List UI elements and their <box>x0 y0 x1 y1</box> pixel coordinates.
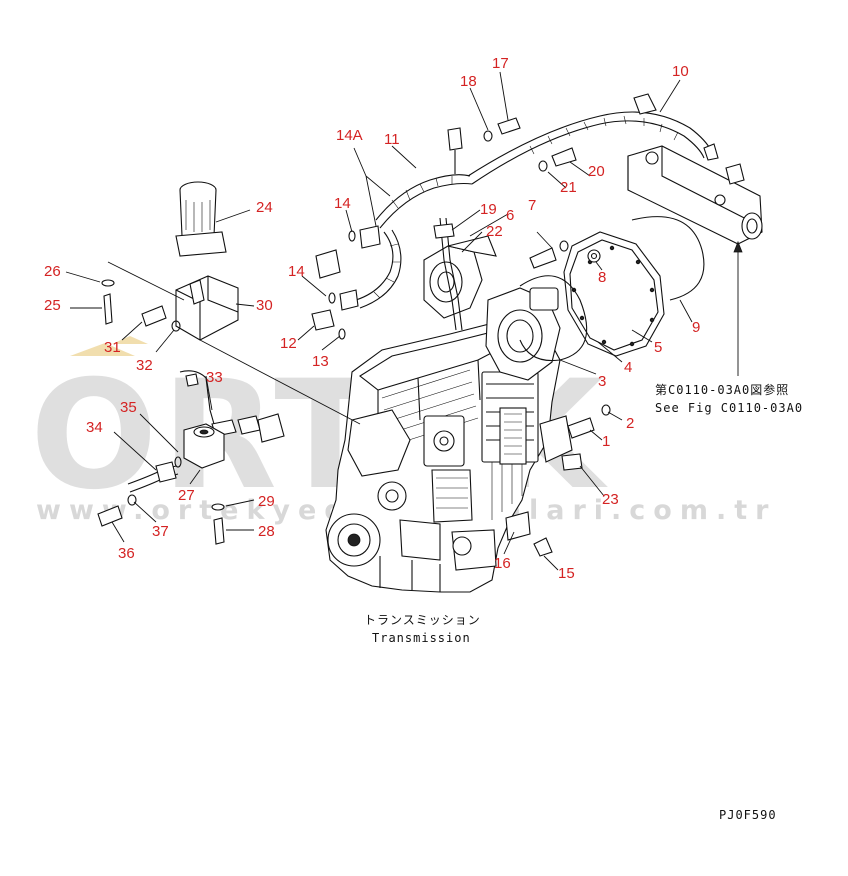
callout-11: 11 <box>384 131 400 148</box>
callout-23: 23 <box>602 491 619 508</box>
callout-16: 16 <box>494 555 511 572</box>
callout-14A: 14A <box>336 127 363 144</box>
callout-5: 5 <box>654 339 662 356</box>
callout-2: 2 <box>626 415 634 432</box>
callout-14-upper: 14 <box>334 195 351 212</box>
callout-3: 3 <box>598 373 606 390</box>
leader-lines <box>65 71 743 571</box>
callout-18: 18 <box>460 73 477 90</box>
callout-8: 8 <box>598 269 606 286</box>
fittings-top <box>311 117 611 557</box>
callout-7: 7 <box>528 197 536 214</box>
oil-cooler <box>627 145 763 245</box>
callout-31: 31 <box>104 339 121 356</box>
figure-code: PJ0F590 <box>719 808 777 822</box>
callout-25: 25 <box>44 297 61 314</box>
callout-15: 15 <box>558 565 575 582</box>
callout-30: 30 <box>256 297 273 314</box>
callout-24: 24 <box>256 199 273 216</box>
callout-12: 12 <box>280 335 297 352</box>
callout-14-lower: 14 <box>288 263 305 280</box>
callout-34: 34 <box>86 419 103 436</box>
component-name-en: Transmission <box>372 631 471 645</box>
callout-32: 32 <box>136 357 153 374</box>
callout-28: 28 <box>258 523 275 540</box>
callout-4: 4 <box>624 359 632 376</box>
captions: トランスミッション Transmission 第C0110-03A0図参照 Se… <box>364 382 803 822</box>
callout-19: 19 <box>480 201 497 218</box>
left-solenoid-assembly <box>97 181 361 545</box>
callout-27: 27 <box>178 487 195 504</box>
callout-20: 20 <box>588 163 605 180</box>
callout-33: 33 <box>206 369 223 386</box>
callout-1: 1 <box>602 433 610 450</box>
callout-22: 22 <box>486 223 503 240</box>
callout-17: 17 <box>492 55 509 72</box>
callout-labels: 1 2 3 4 5 6 7 8 9 10 11 12 13 14 14 14A … <box>44 55 700 582</box>
callout-10: 10 <box>672 63 689 80</box>
watermark-logo-accent <box>70 343 135 356</box>
callout-36: 36 <box>118 545 135 562</box>
hoses <box>355 93 719 331</box>
reference-ja: 第C0110-03A0図参照 <box>655 382 789 397</box>
watermark-logo-accent-2 <box>112 336 148 344</box>
component-name-ja: トランスミッション <box>364 613 481 627</box>
callout-13: 13 <box>312 353 329 370</box>
callout-37: 37 <box>152 523 169 540</box>
callout-9: 9 <box>692 319 700 336</box>
callout-35: 35 <box>120 399 137 416</box>
callout-26: 26 <box>44 263 61 280</box>
callout-6: 6 <box>506 207 514 224</box>
transmission-body <box>325 235 583 593</box>
callout-21: 21 <box>560 179 577 196</box>
reference-en: See Fig C0110-03A0 <box>655 401 803 415</box>
cover-plate <box>519 216 705 362</box>
callout-29: 29 <box>258 493 275 510</box>
